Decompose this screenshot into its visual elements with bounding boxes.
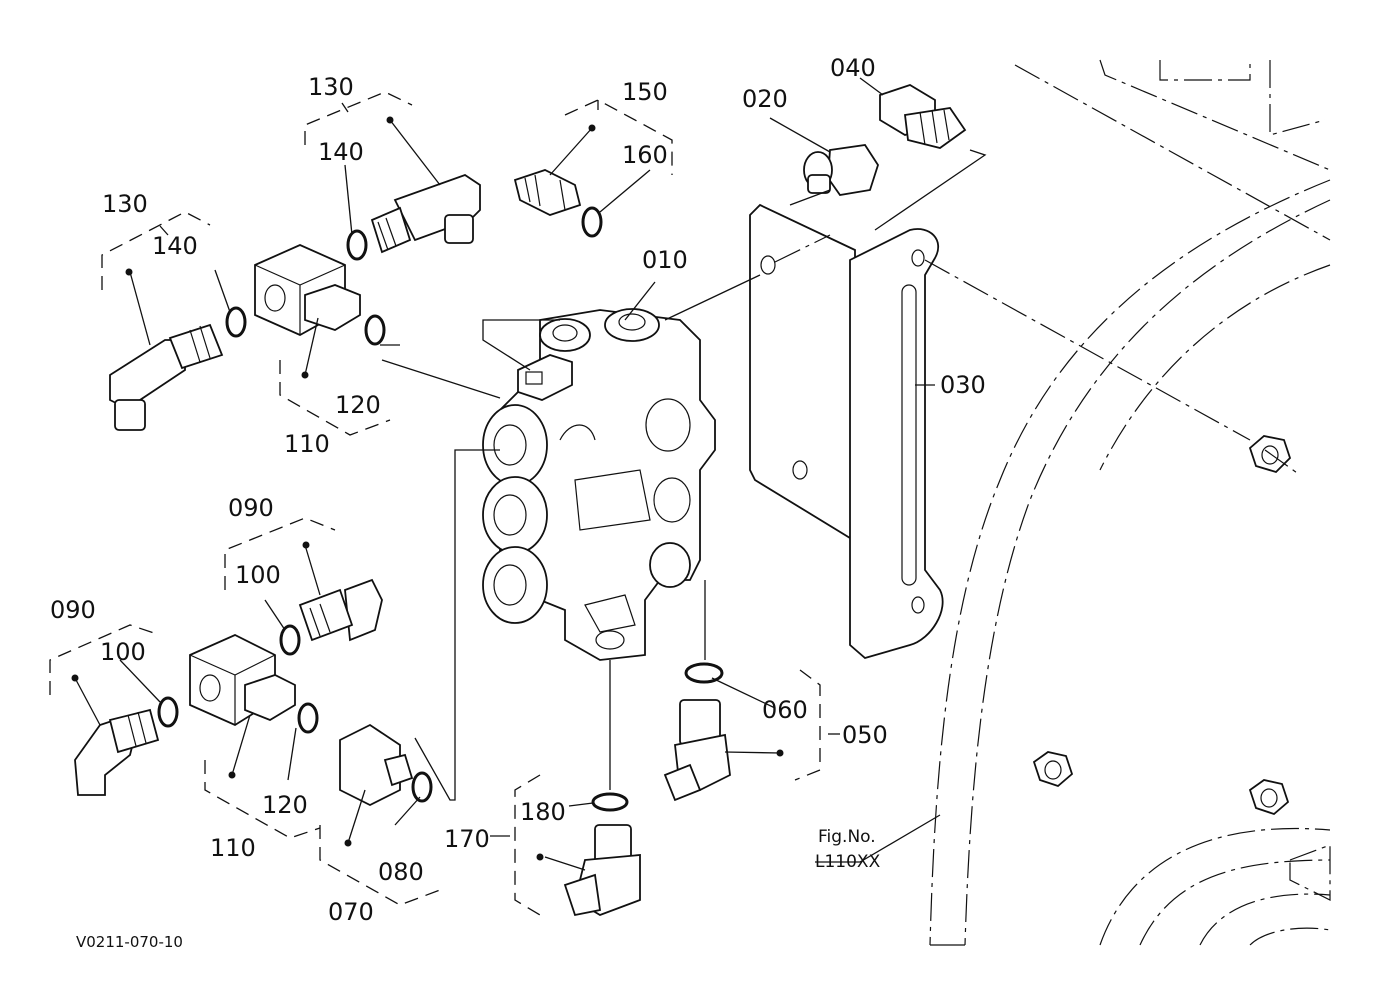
callout-170: 170 [444,825,490,853]
bracket-plate [749,203,944,660]
valve-block [482,308,716,661]
tee-block-110-lower [189,634,296,727]
fig-no-value: L110XX [815,852,881,872]
callout-050: 050 [842,721,888,749]
callout-140-lower: 140 [152,232,198,260]
callout-140-upper: 140 [318,138,364,166]
part-dots [71,116,784,861]
leader-lines [74,77,1301,871]
callout-180: 180 [520,798,566,826]
callout-130-upper: 130 [308,73,354,101]
callout-130-lower: 130 [102,190,148,218]
elbow-fitting-130-upper [370,174,481,254]
callout-100-upper: 100 [235,561,281,589]
callout-060: 060 [762,696,808,724]
callout-090-upper: 090 [228,494,274,522]
callout-120-lower: 120 [262,791,308,819]
callout-070: 070 [328,898,374,926]
drawing-code: V0211-070-10 [76,933,183,951]
tee-block-110-upper [254,244,361,337]
group-brackets [49,91,821,916]
fig-no-label: Fig.No. [818,827,876,847]
callout-labels: 010 020 030 040 050 060 070 080 090 090 … [50,54,986,926]
machine-outline [929,59,1331,946]
elbow-050 [663,699,731,802]
figure-reference: Fig.No. L110XX [815,827,881,872]
callout-010: 010 [642,246,688,274]
callout-150: 150 [622,78,668,106]
callout-080: 080 [378,858,424,886]
fitting-040 [879,84,967,149]
callout-120-upper: 120 [335,391,381,419]
mount-nut-icon [1032,435,1292,816]
adapter-070 [339,723,414,807]
callout-020: 020 [742,85,788,113]
callout-030: 030 [940,371,986,399]
elbow-170 [563,824,641,917]
callout-160: 160 [622,141,668,169]
o-ring-icon [157,206,724,812]
callout-110-lower: 110 [210,834,256,862]
elbow-fitting-090-lower [74,708,160,796]
callout-090-lower: 090 [50,596,96,624]
plug-020 [803,144,879,196]
elbow-fitting-130-lower [109,323,224,431]
connector-150 [513,169,582,216]
callout-110-upper: 110 [284,430,330,458]
callout-040: 040 [830,54,876,82]
elbow-fitting-090-upper [298,578,383,642]
callout-100-lower: 100 [100,638,146,666]
